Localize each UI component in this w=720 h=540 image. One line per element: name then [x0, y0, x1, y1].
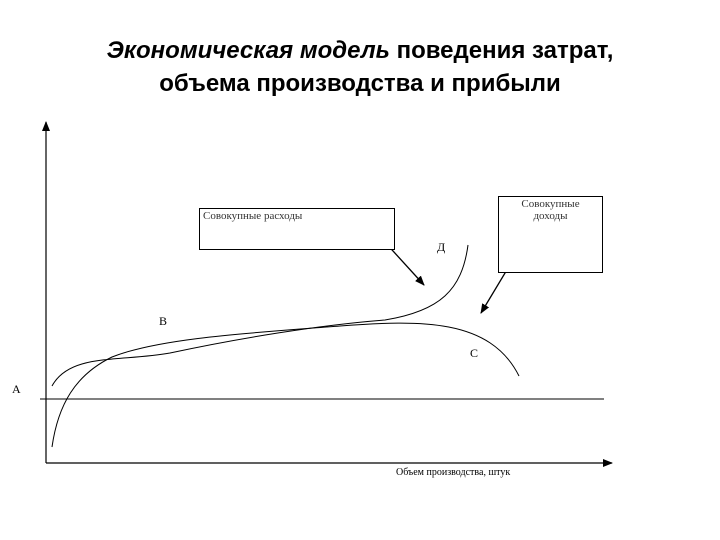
total-costs-label: Совокупные расходы — [203, 210, 303, 222]
total-revenue-curve — [51, 322, 520, 448]
total-revenue-label-line-2: доходы — [533, 210, 568, 222]
total-costs-label-box: Совокупные расходы — [199, 208, 395, 250]
total-revenue-label-line-1: Совокупные — [521, 198, 580, 210]
title-line-2: объема производства и прибыли — [159, 70, 561, 97]
title-italic-part: Экономическая модель — [106, 37, 390, 64]
slide-title: Экономическая модель поведения затрат, о… — [0, 34, 720, 100]
point-d-label: Д — [437, 240, 446, 254]
title-regular-part: поведения затрат, — [389, 37, 614, 64]
title-line-1: Экономическая модель поведения затрат, — [0, 34, 720, 67]
point-b-label: B — [159, 314, 168, 328]
point-a-label: A — [12, 382, 21, 396]
total-revenue-label-box: Совокупные доходы — [498, 196, 603, 273]
total-costs-curve — [51, 244, 469, 387]
x-axis-label: Объем производства, штук — [396, 467, 511, 478]
point-c-label: C — [470, 346, 479, 360]
